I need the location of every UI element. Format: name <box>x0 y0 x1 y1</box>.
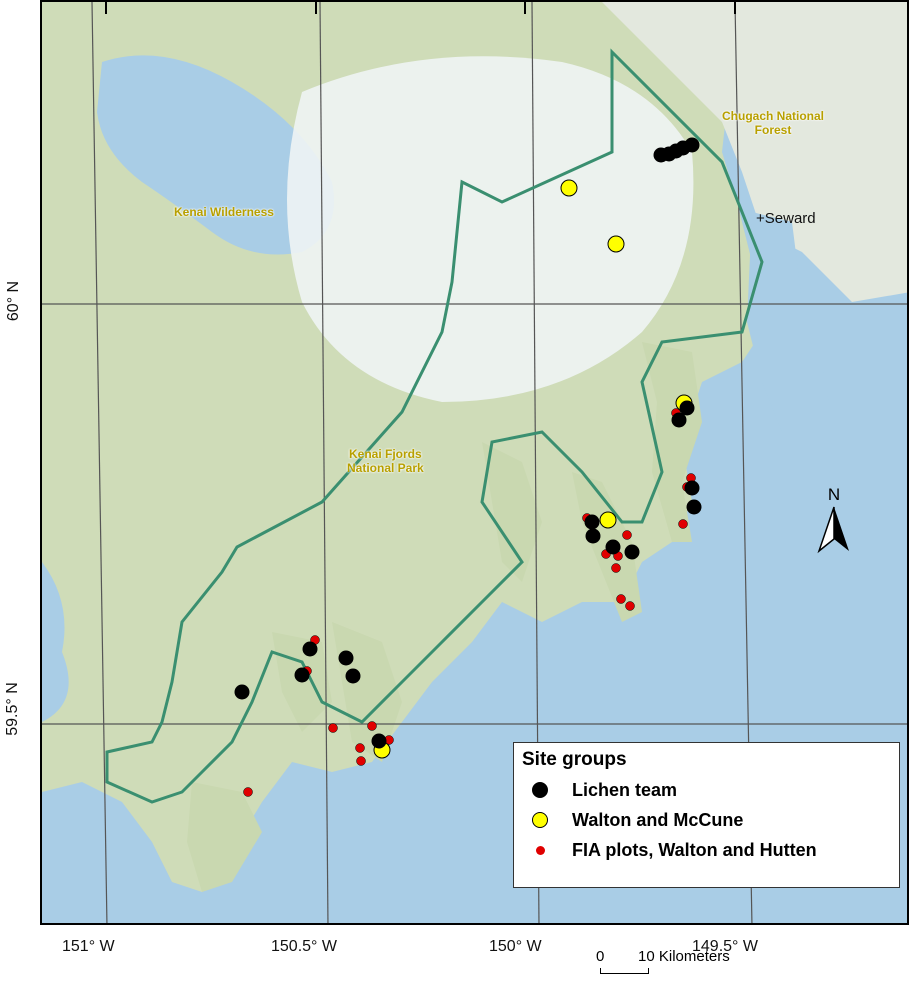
lon-label-151: 151° W <box>62 938 115 955</box>
tick-marks <box>105 2 736 14</box>
lichen-team-points <box>234 137 702 749</box>
yellow-dot-icon <box>532 812 548 828</box>
north-arrow-icon <box>817 506 849 554</box>
park-boundary <box>105 48 764 804</box>
lat-label-59-5: 59.5° N <box>3 682 21 736</box>
black-dot-icon <box>532 782 548 798</box>
label-chugach: Chugach National Forest <box>722 109 825 137</box>
peninsula-f <box>187 782 262 892</box>
legend-label: Walton and McCune <box>572 809 744 830</box>
north-label: N <box>827 485 841 504</box>
legend-label: Lichen team <box>572 779 678 800</box>
red-dot-icon <box>535 845 545 855</box>
label-kenai-fjords: Kenai Fjords National Park <box>347 447 424 475</box>
scale-bar: 0 10 Kilometers <box>590 948 770 1004</box>
north-arrow: N <box>817 485 851 560</box>
lake <box>97 55 334 255</box>
scale-ten: 10 Kilometers <box>638 948 730 965</box>
peninsula-a <box>642 342 702 542</box>
label-kenai-wilderness: Kenai Wilderness <box>174 205 274 219</box>
legend-item-walton-mccune: Walton and McCune <box>522 805 891 835</box>
label-seward: +Seward <box>756 210 816 227</box>
kachemak-water <box>42 562 69 722</box>
scale-zero: 0 <box>596 948 605 965</box>
lat-label-60: 60° N <box>5 280 23 322</box>
chugach-mountains <box>602 2 907 302</box>
ice-field <box>287 56 694 403</box>
legend-item-fia: FIA plots, Walton and Hutten <box>522 835 891 865</box>
lon-label-150: 150° W <box>489 938 542 955</box>
legend: Site groups Lichen team Walton and McCun… <box>513 742 900 888</box>
legend-label: FIA plots, Walton and Hutten <box>572 839 817 860</box>
peninsula-c <box>482 442 542 582</box>
lon-label-149-5: 149.5° W <box>692 938 758 955</box>
map-canvas <box>42 2 907 923</box>
lon-label-150-5: 150.5° W <box>271 938 337 955</box>
legend-title: Site groups <box>522 749 627 770</box>
map-panel[interactable]: Kenai Wilderness Chugach National Forest… <box>40 0 909 925</box>
resurrection-bay <box>747 212 832 432</box>
legend-item-lichen-team: Lichen team <box>522 775 891 805</box>
